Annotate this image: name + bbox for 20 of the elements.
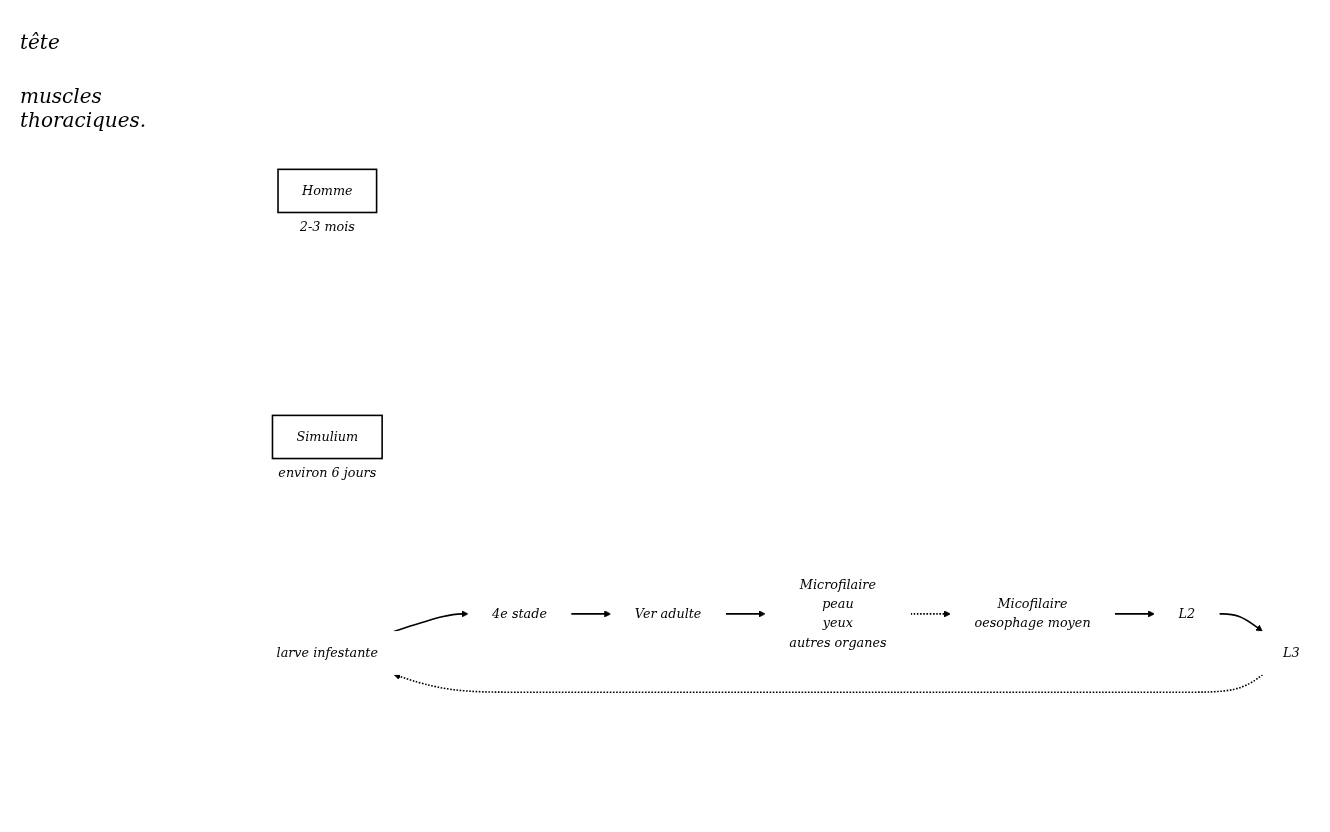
node-box: Simulium [271,414,383,460]
arrow [570,610,612,618]
node-text: L2 [1178,606,1196,622]
node-label: environ 6 jours [278,465,377,481]
node-text: L3 [1283,645,1300,661]
node-text: 4e stade [492,606,547,622]
arrow [1218,613,1263,632]
node-box: Homme [277,168,378,214]
arrow [393,610,469,633]
node-text: Ver adulte [634,606,702,622]
arrow [393,673,1264,694]
arrow [1113,610,1155,618]
node-text: larve infestante [276,645,379,661]
node-text: Microfilaire peau yeux autres organes [789,577,887,651]
node-text: Micofilaire oesophage moyen [974,596,1091,631]
note-text: tête [20,30,61,54]
arrow [724,610,766,618]
node-label: 2-3 mois [299,219,355,235]
note-text: muscles thoraciques. [20,84,148,132]
arrow [909,610,951,618]
